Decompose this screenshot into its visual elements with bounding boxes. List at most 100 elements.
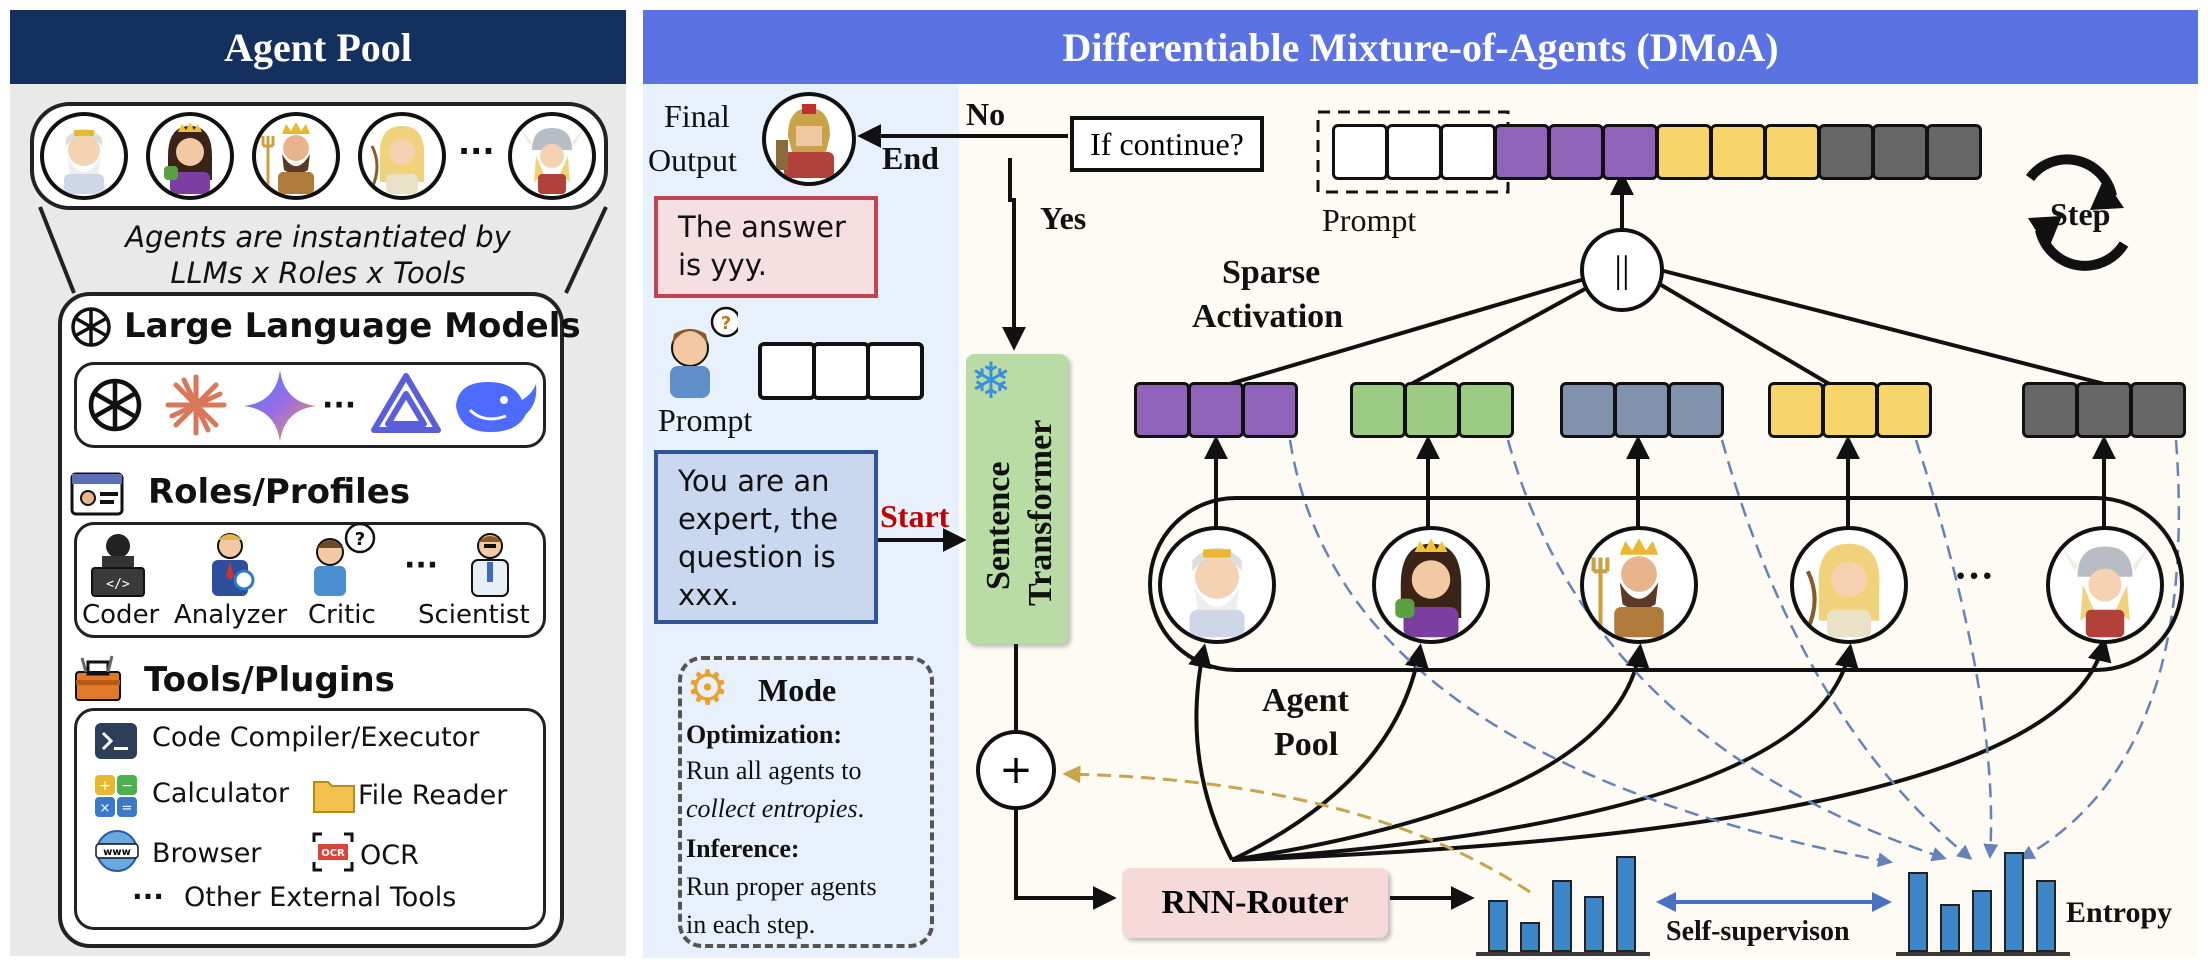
purple-token-cell	[1602, 124, 1658, 180]
agent3-embed-cell	[1614, 382, 1670, 438]
step-label: Step	[2050, 196, 2111, 232]
mode-optimization-italic: collect entropies	[686, 794, 858, 823]
roles-box	[74, 522, 546, 638]
agent-pool-funnel	[38, 206, 608, 294]
sum-node: +	[976, 730, 1056, 810]
agent5-embed-cell	[2130, 382, 2186, 438]
gray-token-cell	[1818, 124, 1874, 180]
folder-icon	[313, 781, 355, 813]
roles-ellipsis: ···	[404, 548, 439, 583]
prompt-top-label: Prompt	[1322, 202, 1417, 238]
deepseek-logo-icon	[456, 382, 537, 432]
router-output-bar	[1552, 880, 1572, 952]
left-panel-header: Agent Pool	[10, 10, 626, 84]
tools-box	[74, 708, 546, 930]
role-label-critic: Critic	[308, 600, 376, 630]
role-label-coder: Coder	[82, 600, 160, 630]
browser-globe-icon: www	[95, 830, 139, 872]
agent3-embed-cell	[1668, 382, 1724, 438]
question-box: You are an expert, the question is xxx.	[654, 450, 878, 624]
role-label-scientist: Scientist	[418, 600, 530, 630]
tool-label-other: Other External Tools	[184, 882, 457, 913]
yellow-token-cell	[1764, 124, 1820, 180]
mode-inference-label: Inference:	[686, 834, 800, 863]
gear-icon: ⚙	[686, 662, 730, 715]
agent1-embed-cell	[1242, 382, 1298, 438]
yes-label: Yes	[1040, 200, 1087, 236]
rnn-router-block: RNN-Router	[1122, 868, 1388, 938]
prompt-token-cell	[1440, 124, 1496, 180]
router-output-bar	[1584, 896, 1604, 952]
prompt-mid-label: Prompt	[658, 402, 753, 438]
gemini-logo-icon	[244, 370, 316, 442]
prompt-token-cell	[1332, 124, 1388, 180]
sparse-activation-line2: Activation	[1192, 298, 1344, 335]
gray-token-cell	[1926, 124, 1982, 180]
agent4-embed-cell	[1768, 382, 1824, 438]
queen-agent-icon	[146, 112, 234, 200]
entropy-bar	[2036, 880, 2056, 952]
question-token-cell	[812, 342, 870, 400]
poseidon-agent-icon	[252, 112, 340, 200]
agent-pool-label-line1: Agent	[1262, 682, 1349, 719]
final-output-label-line1: Final	[664, 98, 730, 134]
mode-optimization-period: .	[857, 794, 865, 823]
agent-pool-label-line2: Pool	[1274, 726, 1339, 763]
svg-text:×: ×	[100, 801, 111, 816]
llm-section-title: Large Language Models	[124, 306, 581, 346]
zeus-agent-icon	[40, 112, 128, 200]
agent-pool-dots: ···	[1954, 553, 1995, 598]
zeus-agent-icon	[1158, 526, 1276, 644]
yellow-token-cell	[1710, 124, 1766, 180]
ocr-icon: OCR	[312, 832, 354, 872]
gray-token-cell	[1872, 124, 1928, 180]
valkyrie-agent-icon	[2046, 526, 2164, 644]
tool-label-calculator: Calculator	[152, 778, 290, 809]
tool-label-compiler: Code Compiler/Executor	[152, 722, 480, 753]
roles-section-title: Roles/Profiles	[148, 472, 411, 512]
no-label: No	[966, 96, 1006, 132]
llm-ellipsis: ···	[322, 388, 357, 423]
mode-box	[678, 656, 934, 948]
svg-text:?: ?	[355, 529, 365, 550]
svg-text:=: =	[122, 801, 133, 816]
final-output-label-line2: Output	[648, 142, 737, 178]
gpt-logo-icon	[88, 378, 142, 432]
analyzer-icon	[212, 533, 255, 596]
critic-icon: ?	[314, 522, 376, 596]
purple-token-cell	[1548, 124, 1604, 180]
entropy-bar	[1972, 890, 1992, 952]
poseidon-agent-icon	[1580, 526, 1698, 644]
role-label-analyzer: Analyzer	[174, 600, 288, 630]
router-output-bar	[1520, 922, 1540, 952]
valkyrie-agent-icon	[508, 112, 596, 200]
entropy-bar	[1908, 872, 1928, 952]
sentence-transformer-block	[966, 354, 1068, 644]
question-token-cell	[866, 342, 924, 400]
if-continue-box: If continue?	[1070, 116, 1264, 172]
mode-optimization-label: Optimization:	[686, 720, 842, 749]
openai-logo-icon	[71, 307, 111, 347]
agent2-embed-cell	[1404, 382, 1460, 438]
start-label: Start	[880, 498, 950, 534]
user-question-icon: ?	[670, 306, 738, 398]
calculator-icon: + − × =	[95, 775, 137, 817]
agent3-embed-cell	[1560, 382, 1616, 438]
self-supervision-label: Self-supervison	[1666, 916, 1850, 947]
concat-node: ||	[1580, 228, 1664, 312]
coder-icon: </>	[91, 534, 145, 597]
svg-text:</>: </>	[106, 577, 130, 592]
agent-pool-ellipsis: ···	[458, 132, 495, 170]
router-output-bar	[1616, 856, 1636, 952]
agent-caption-line1: Agents are instantiated by	[125, 220, 511, 254]
toolbox-icon	[75, 655, 121, 701]
right-panel-title: Differentiable Mixture-of-Agents (DMoA)	[1062, 24, 1779, 70]
left-panel-title: Agent Pool	[224, 24, 412, 70]
sparse-activation-line1: Sparse	[1222, 254, 1321, 291]
mode-inference-line2: in each step.	[686, 910, 816, 939]
scientist-icon	[471, 533, 509, 597]
agent1-embed-cell	[1188, 382, 1244, 438]
qwen-logo-icon	[371, 373, 441, 433]
yellow-token-cell	[1656, 124, 1712, 180]
spartan-agent-icon	[762, 92, 856, 186]
